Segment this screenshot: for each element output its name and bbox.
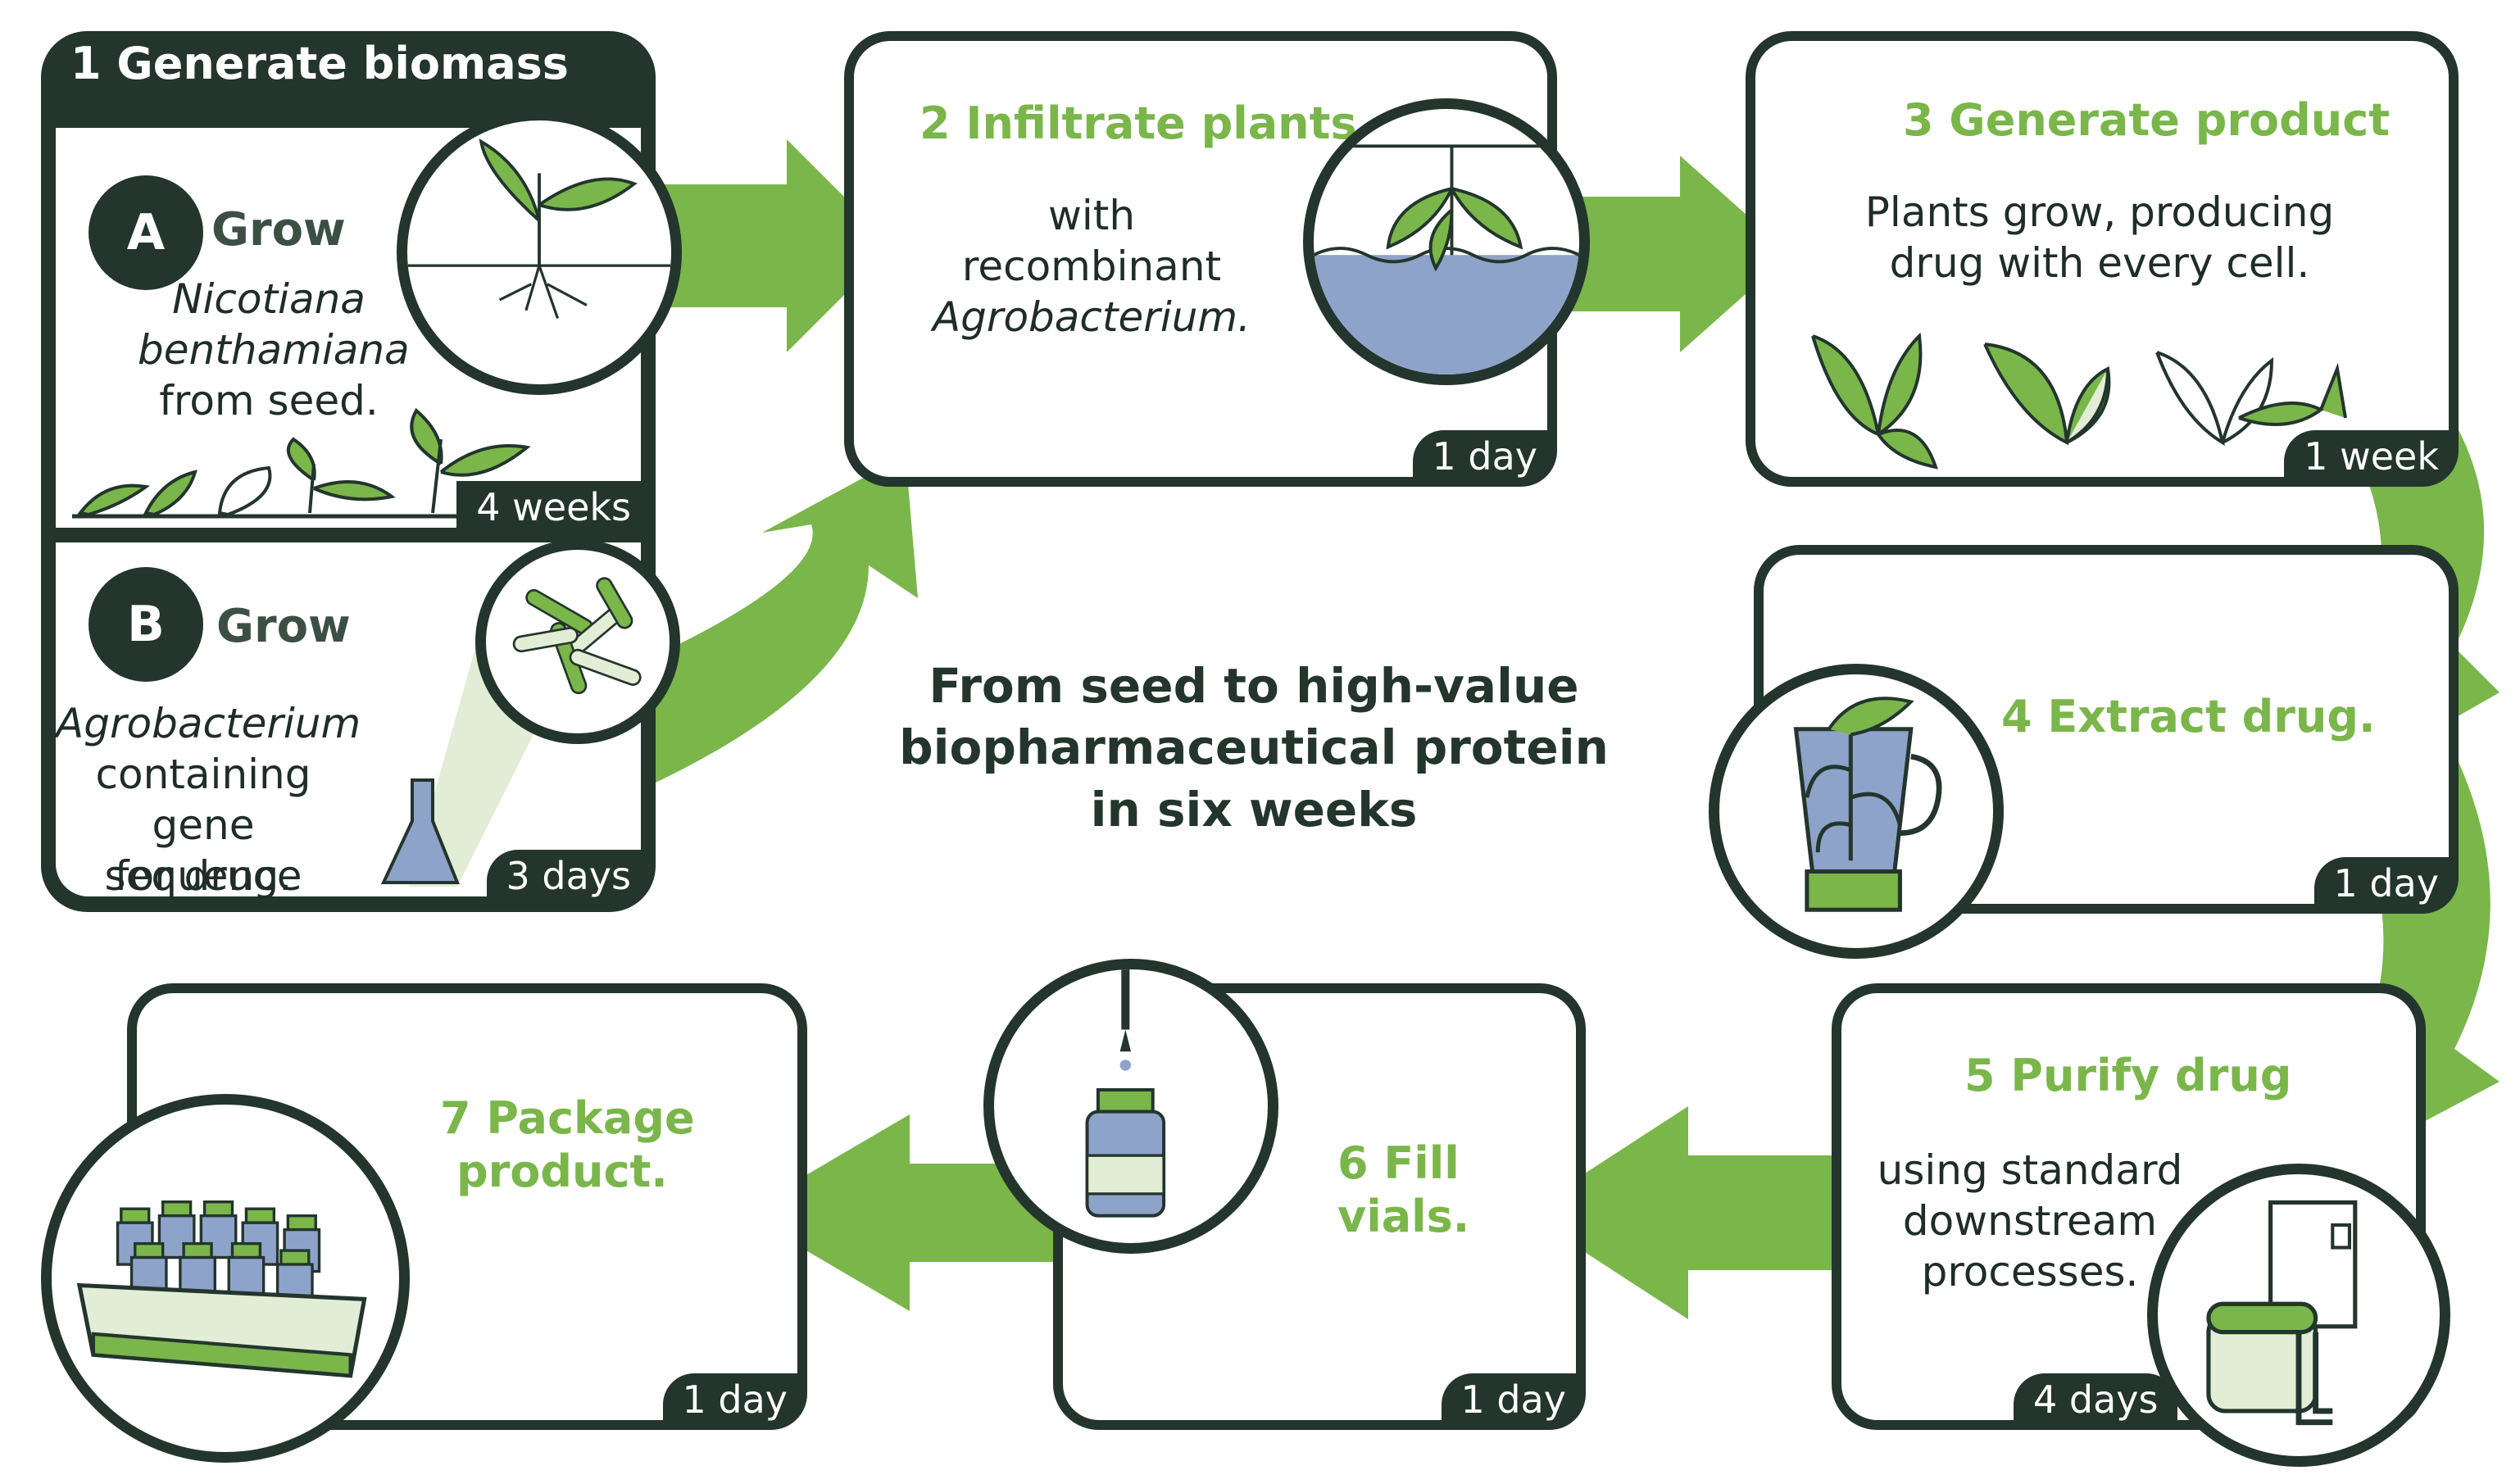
step2-line2: recombinant: [961, 243, 1222, 290]
step1a-species-2: benthamiana: [138, 326, 410, 374]
step1a-letter: A: [89, 175, 203, 290]
center-title-line-2: biopharmaceutical protein: [899, 719, 1609, 776]
step1a-grow: Grow: [211, 203, 346, 256]
step3-box: 3 Generate product Plants grow, producin…: [1746, 31, 2459, 487]
step2-title: 2 Infiltrate plants: [919, 97, 1357, 151]
step6-title-1: 6 Fill: [1337, 1137, 1460, 1191]
step4-title: 4 Extract drug.: [2001, 690, 2376, 744]
step5-duration: 4 days: [2014, 1373, 2178, 1430]
purification-circle: [2147, 1164, 2450, 1467]
step7-num: 7: [440, 1092, 471, 1144]
plant-circle: [397, 110, 682, 395]
infiltration-circle: [1303, 98, 1590, 385]
step6-num: 6: [1337, 1137, 1369, 1189]
step1b-letter: B: [89, 567, 203, 682]
step6-title-text-1: Fill: [1383, 1137, 1460, 1189]
step1b-grow: Grow: [216, 600, 351, 653]
center-title: From seed to high-value biopharmaceutica…: [820, 656, 1688, 841]
step1b-line1: containing: [95, 751, 311, 798]
blender-circle: [1709, 664, 2004, 959]
step7-duration: 1 day: [662, 1373, 807, 1430]
step1a-rest: from seed.: [159, 377, 379, 424]
seedlings-illustration: [72, 407, 531, 519]
step1b-duration: 3 days: [486, 850, 651, 906]
step7-title-text-1: Package: [486, 1092, 695, 1144]
step2-duration: 1 day: [1412, 430, 1557, 487]
step6-duration: 1 day: [1441, 1373, 1586, 1430]
step7-title-1: 7 Package: [440, 1091, 695, 1146]
step5-title: 5 Purify drug: [1964, 1049, 2291, 1103]
step3-duration: 1 week: [2284, 430, 2459, 487]
step1-panel: 1 Generate biomass A Grow Nicotiana bent…: [41, 31, 682, 912]
step2-line3: Agrobacterium.: [932, 293, 1251, 341]
step4-title-text: Extract drug.: [2047, 691, 2376, 742]
step5-line1: using standard: [1877, 1146, 2183, 1194]
step3-num: 3: [1903, 94, 1934, 146]
step1b-organism: Agrobacterium: [56, 700, 361, 747]
step1b-line2: gene sequence: [104, 801, 302, 900]
center-title-line-3: in six weeks: [1090, 781, 1418, 837]
vial-circle: [983, 959, 1278, 1254]
step7-box: 7 Package product. 1 day: [127, 983, 807, 1430]
step5-num: 5: [1964, 1050, 1996, 1101]
step1a-duration: 4 weeks: [456, 481, 651, 538]
step5-title-text: Purify drug: [2010, 1050, 2292, 1101]
step4-duration: 1 day: [2313, 857, 2459, 914]
step1-header: 1 Generate biomass: [70, 38, 569, 89]
step2-title-text: Infiltrate plants: [965, 98, 1357, 149]
step3-title-text: Generate product: [1949, 94, 2391, 146]
grown-plants-illustration: [1811, 332, 2347, 470]
step3-title: 3 Generate product: [1903, 93, 2390, 147]
step4-num: 4: [2001, 691, 2032, 742]
package-circle: [41, 1094, 410, 1463]
step5-line3: processes.: [1921, 1248, 2139, 1296]
step6-title-2: vials.: [1337, 1191, 1470, 1242]
step5-line2: downstream: [1902, 1197, 2158, 1245]
step3-line1: Plants grow, producing: [1864, 188, 2335, 236]
step2-num: 2: [919, 98, 951, 149]
step1a-species-1: Nicotiana: [172, 275, 366, 323]
step1b-line3: for drug.: [114, 852, 293, 900]
center-title-line-1: From seed to high-value: [929, 658, 1579, 714]
step7-title-2: product.: [456, 1146, 668, 1197]
step2-line1: with: [1047, 192, 1136, 239]
step3-line2: drug with every cell.: [1889, 239, 2310, 287]
bacteria-circle: [475, 539, 680, 744]
